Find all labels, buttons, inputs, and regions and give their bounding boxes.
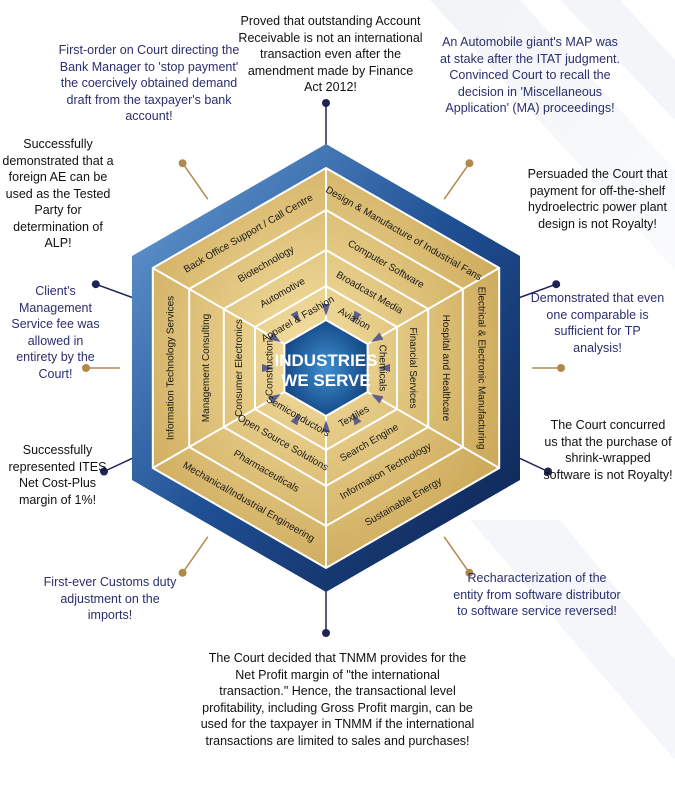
connector-line — [443, 536, 471, 574]
connector-node — [91, 280, 100, 289]
industry-label-third-4: Consumer Electronics — [234, 319, 245, 417]
center-title-line1: INDUSTRIES — [275, 351, 378, 370]
connector-line — [181, 536, 209, 574]
connector-node — [552, 280, 561, 289]
center-hexagon: INDUSTRIES WE SERVE — [262, 304, 390, 432]
center-arrow — [352, 310, 362, 323]
background-stripes — [430, 0, 675, 760]
spoke-divider — [367, 391, 500, 469]
connector-node — [100, 467, 108, 476]
center-arrow — [322, 304, 330, 316]
industry-label-third-1: Financial Services — [407, 327, 418, 408]
industry-label-second-4: Management Consulting — [201, 314, 212, 422]
connector-node — [178, 568, 187, 577]
connector-lines — [86, 103, 561, 633]
connector-line — [519, 283, 557, 299]
industry-label-outer-4: Information Technology Services — [166, 296, 177, 440]
spoke-divider — [367, 267, 500, 345]
industry-label-inner-4: Construction — [264, 340, 275, 396]
center-arrow — [268, 394, 281, 404]
center-arrow — [262, 364, 274, 372]
note-automobile-map: An Automobile giant's MAP was at stake a… — [440, 35, 620, 115]
connector-node — [82, 364, 90, 372]
center-arrow — [268, 332, 281, 342]
center-arrow — [322, 420, 330, 432]
connector-nodes — [82, 99, 565, 637]
note-hydroelectric-royalty: Persuaded the Court that payment for off… — [527, 167, 668, 231]
ring-dividers — [152, 168, 500, 568]
center-title-line2: WE SERVE — [281, 371, 370, 390]
spoke-divider — [152, 267, 285, 345]
note-one-comparable: Demonstrated that even one comparable is… — [530, 291, 665, 355]
industry-label-inner-1: Chemicals — [377, 345, 388, 392]
connector-node — [544, 467, 552, 476]
center-arrow — [371, 394, 384, 404]
center-arrow — [371, 332, 384, 342]
connector-node — [322, 99, 330, 107]
connector-node — [465, 568, 474, 577]
connector-node — [465, 159, 474, 168]
connector-node — [178, 159, 187, 168]
industry-label-outer-1: Electrical & Electronic Manufacturing — [475, 287, 486, 450]
connector-line — [443, 162, 471, 200]
center-arrow — [352, 413, 362, 426]
center-arrow — [290, 413, 300, 426]
industry-label-second-1: Hospital and Healthcare — [440, 315, 451, 422]
note-customs-duty: First-ever Customs duty adjustment on th… — [43, 575, 177, 622]
note-ites-margin: Successfully represented ITES Net Cost-P… — [8, 443, 107, 507]
connector-line — [181, 162, 209, 200]
note-management-fee: Client's Management Service fee was allo… — [11, 284, 100, 381]
note-foreign-ae: Successfully demonstrated that a foreign… — [2, 137, 114, 250]
connector-node — [557, 364, 565, 372]
note-shrink-wrapped: The Court concurred us that the purchase… — [543, 418, 673, 482]
note-recharacterization: Recharacterization of the entity from so… — [453, 571, 621, 618]
center-arrow — [290, 310, 300, 323]
connector-line — [95, 283, 133, 299]
note-tnmm-net-profit: The Court decided that TNMM provides for… — [200, 651, 475, 748]
connector-node — [322, 629, 330, 637]
note-account-receivable: Proved that outstanding Account Receivab… — [238, 14, 423, 94]
note-stop-payment: First-order on Court directing the Bank … — [58, 43, 240, 123]
spoke-divider — [152, 391, 285, 469]
center-arrow — [378, 364, 390, 372]
